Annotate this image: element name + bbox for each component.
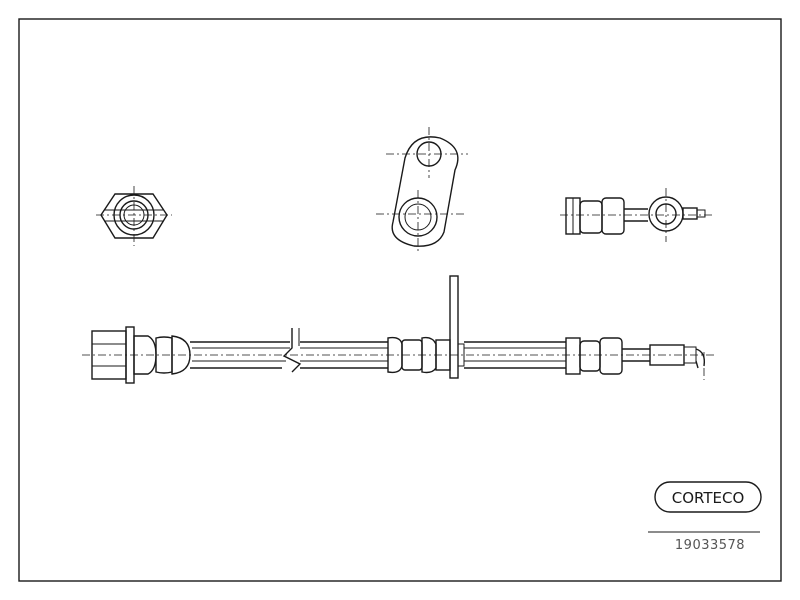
logo-badge: [654, 481, 762, 513]
hex-nut-end-view: [96, 186, 172, 246]
drawing-frame: [18, 18, 782, 582]
corteco-logo: CORTECO: [654, 481, 762, 513]
banjo-fitting-side-view: [560, 188, 712, 242]
brand-name: CORTECO: [672, 489, 745, 507]
brake-hose-main-view: [82, 275, 714, 384]
part-number: 19033578: [675, 538, 745, 553]
bracket-plate-end-view: [376, 127, 468, 254]
